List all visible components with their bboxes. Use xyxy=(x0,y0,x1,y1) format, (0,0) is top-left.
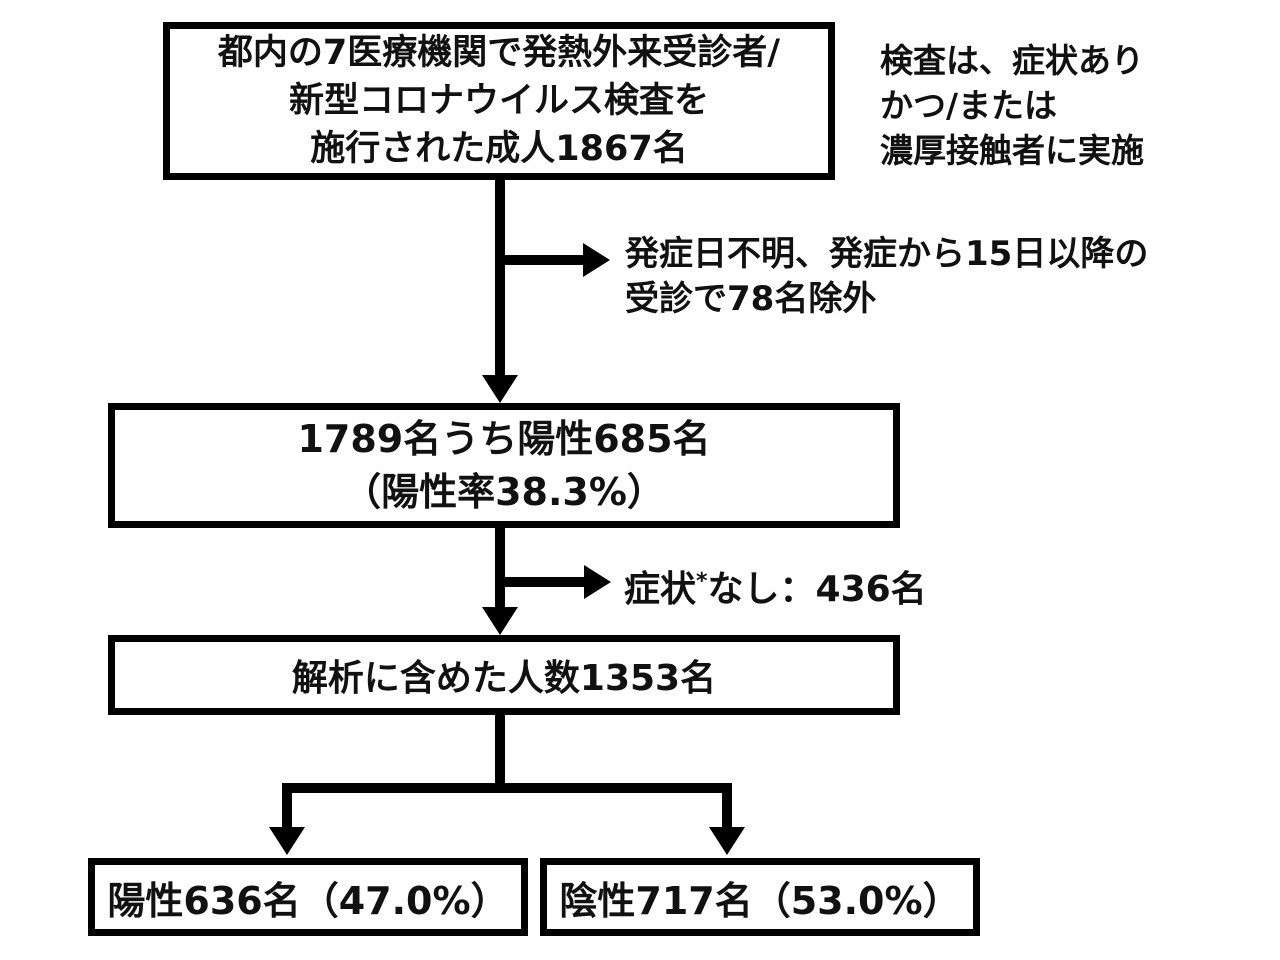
analysis-population-text: 解析に含めた人数1353名 xyxy=(291,658,717,699)
exclusion1-line1: 発症日不明、発症から15日以降の xyxy=(625,234,1149,274)
test-criteria-line2: かつ/または xyxy=(880,86,1058,125)
test-criteria-line3: 濃厚接触者に実施 xyxy=(880,131,1144,170)
source-population-line3: 施行された成人1867名 xyxy=(310,129,688,169)
negative-result-text: 陰性717名（53.0%） xyxy=(559,878,961,923)
test-criteria-line1: 検査は、症状あり xyxy=(880,41,1144,80)
connector-split-to-positive xyxy=(282,783,292,829)
source-population-box: 都内の7医療機関で発熱外来受診者/ 新型コロナウイルス検査を 施行された成人18… xyxy=(163,22,835,180)
source-population-line2: 新型コロナウイルス検査を xyxy=(288,81,709,121)
connector-tested-to-analysis xyxy=(495,528,505,609)
arrowhead-down-analysis-icon xyxy=(482,607,518,635)
test-criteria-note: 検査は、症状あり かつ/または 濃厚接触者に実施 xyxy=(880,38,1270,173)
exclusion2-prefix: 症状 xyxy=(624,569,697,610)
analysis-population-box: 解析に含めた人数1353名 xyxy=(108,635,900,715)
arrowhead-down-positive-icon xyxy=(269,827,305,855)
exclusion1-note: 発症日不明、発症から15日以降の 受診で78名除外 xyxy=(625,232,1225,322)
arrowhead-right-exclusion2-icon xyxy=(584,565,611,599)
positive-result-text: 陽性636名（47.0%） xyxy=(107,878,509,923)
connector-exclusion2-branch xyxy=(500,577,586,587)
exclusion1-line2: 受診で78名除外 xyxy=(625,279,877,319)
exclusion2-note: 症状*なし：436名 xyxy=(624,560,1044,612)
connector-split-bar xyxy=(282,783,732,793)
tested-results-line1: 1789名うち陽性685名 xyxy=(297,416,711,461)
negative-result-box: 陰性717名（53.0%） xyxy=(540,858,980,936)
exclusion2-asterisk: * xyxy=(696,569,708,594)
arrowhead-right-exclusion1-icon xyxy=(583,243,610,277)
connector-source-to-tested xyxy=(495,180,505,377)
connector-split-to-negative xyxy=(722,783,732,829)
connector-analysis-to-split xyxy=(495,715,505,793)
arrowhead-down-negative-icon xyxy=(709,827,745,855)
source-population-line1: 都内の7医療機関で発熱外来受診者/ xyxy=(217,33,781,73)
arrowhead-down-tested-icon xyxy=(482,375,518,403)
connector-exclusion1-branch xyxy=(500,255,585,265)
tested-results-box: 1789名うち陽性685名 （陽性率38.3%） xyxy=(108,403,900,528)
positive-result-box: 陽性636名（47.0%） xyxy=(88,858,528,936)
exclusion2-rest: なし：436名 xyxy=(707,569,927,610)
tested-results-line2: （陽性率38.3%） xyxy=(343,469,665,514)
